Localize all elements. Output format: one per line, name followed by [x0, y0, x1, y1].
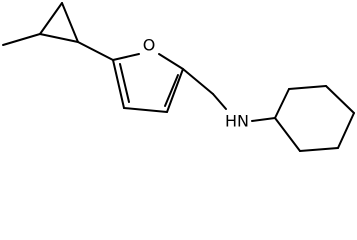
- furan-bond-c-o: [112, 53, 140, 61]
- methyl-bond: [2, 33, 41, 46]
- furan-bond: [123, 107, 168, 113]
- methylene-bond: [182, 68, 214, 95]
- cyclopropyl-bond: [39, 33, 79, 43]
- furan-bond: [112, 59, 125, 109]
- oxygen-label: O: [143, 36, 156, 55]
- methylene-n-bond: [212, 93, 227, 110]
- furan-ring: [112, 53, 184, 113]
- n-cyclohexyl-bond: [251, 117, 276, 122]
- structure-canvas: O HN: [2, 2, 355, 152]
- furan-double-bond-inner: [164, 74, 179, 107]
- cyclopropyl-bond: [39, 2, 63, 35]
- furan-double-bond-inner: [119, 63, 130, 103]
- cyclohexyl-bond: [337, 112, 355, 149]
- cyclopropyl-bond: [61, 2, 79, 43]
- cyclohexyl-bond: [288, 85, 327, 90]
- molecule-drawing: O HN: [2, 2, 355, 152]
- cyclohexyl-bond: [274, 117, 301, 152]
- cyclohexyl-ring: [274, 85, 355, 152]
- amine-label: HN: [225, 112, 249, 131]
- cyclopropyl-ring: [39, 2, 79, 43]
- furan-bond: [166, 68, 184, 113]
- cyclohexyl-bond: [299, 147, 339, 152]
- cyclohexyl-bond: [274, 88, 290, 119]
- cyclohexyl-bond: [325, 85, 355, 114]
- ring-link-bond: [77, 41, 114, 61]
- furan-bond-o-c: [158, 53, 184, 70]
